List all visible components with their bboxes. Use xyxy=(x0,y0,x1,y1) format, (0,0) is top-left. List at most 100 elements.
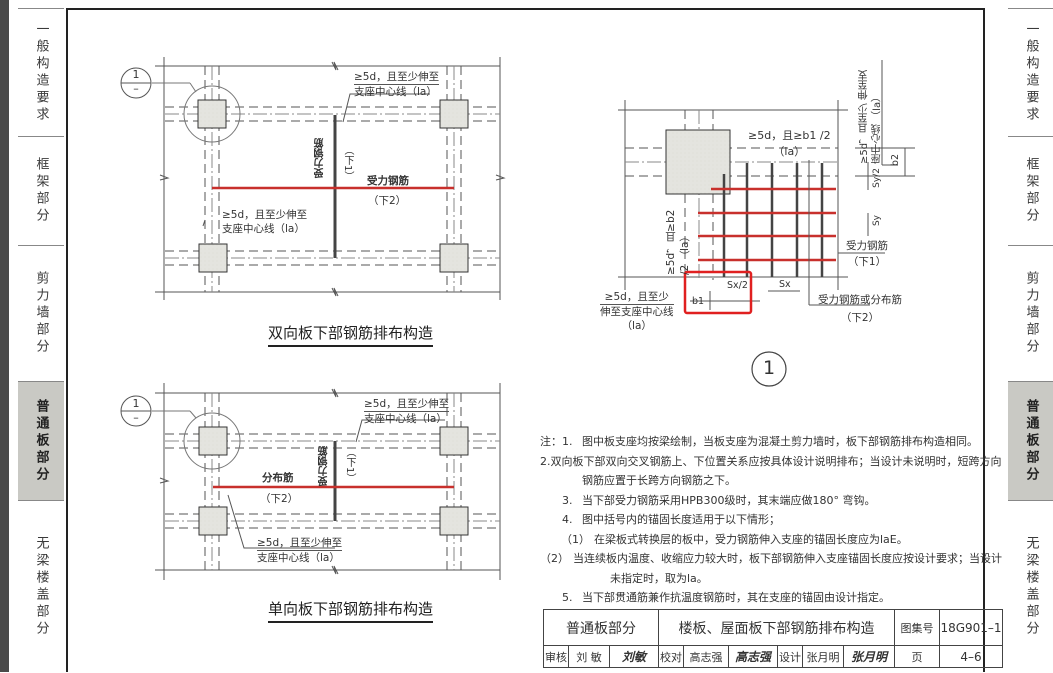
note-line: ≥5d，且至少伸至 xyxy=(222,209,308,221)
sidebar-right-tab-slab[interactable]: 普通板部分 xyxy=(1008,381,1053,500)
note-text: 当下部贯通筋兼作抗温度钢筋时，其在支座的锚固由设计指定。 xyxy=(582,591,890,604)
design-label: 设计 xyxy=(777,645,803,668)
note-line: （la） xyxy=(773,145,806,158)
sidebar-right-tab-general[interactable]: 一般构造要求 xyxy=(1008,8,1053,136)
note-item-4: 4.图中括号内的锚固长度适用于以下情形； xyxy=(540,510,985,530)
note-item-5: 5. 当下部贯通筋兼作抗温度钢筋时，其在支座的锚固由设计指定。 xyxy=(540,588,985,608)
note-line: ≥5d，且至少伸至 xyxy=(364,398,450,412)
dim-sx-half: Sx/2 xyxy=(727,280,748,291)
two-way-anchor-note-top: ≥5d，且至少伸至 支座中心线（la） xyxy=(354,70,440,99)
note-number: 3. xyxy=(562,493,573,507)
two-way-horizontal-bar-label: 受力钢筋 xyxy=(367,175,409,187)
tab-label: 普通板部分 xyxy=(1023,398,1039,484)
one-way-horizontal-bar-pos: （下2） xyxy=(260,493,299,505)
one-way-detail-marker[interactable]: 1 – xyxy=(121,397,151,425)
detail-note-left: ≥5d，且≥b2 /2 （la） xyxy=(664,200,692,275)
note-line: （la） xyxy=(872,91,883,121)
sidebar-right-tab-frame[interactable]: 框架部分 xyxy=(1008,136,1053,245)
one-way-slab-diagram xyxy=(120,383,501,580)
designer-signature: 张月明 xyxy=(843,645,895,668)
tab-label: 普通板部分 xyxy=(33,398,49,484)
dim-sy: Sy xyxy=(872,215,882,227)
one-way-vertical-bar-label: 受力钢筋 xyxy=(319,446,330,486)
two-way-anchor-note-left: ≥5d，且至少伸至 支座中心线（la） xyxy=(222,208,307,236)
note-line: 支座中心线（la） xyxy=(222,223,305,235)
marker-sheet: – xyxy=(133,82,139,95)
note-text: 当下部受力钢筋采用HPB300级时，其末端应做180° 弯钩。 xyxy=(582,493,876,507)
section-name: 普通板部分 xyxy=(543,609,659,646)
note-line: ≥5d，且至少 xyxy=(600,290,674,305)
sidebar-right-tab-shearwall[interactable]: 剪力墙部分 xyxy=(1008,245,1053,381)
detail-number-marker[interactable]: 1 xyxy=(762,357,776,379)
detail-note-top: ≥5d，且≥b1 /2 （la） xyxy=(748,128,831,160)
page-number: 4–6 xyxy=(939,645,1003,668)
note-text: 当连续板内温度、收缩应力较大时，板下部钢筋伸入支座锚固长度应按设计要求；当设计 xyxy=(573,552,1002,565)
tab-label: 剪力墙部分 xyxy=(33,271,49,356)
tab-label: 剪力墙部分 xyxy=(1023,271,1039,356)
note-item-3: 3. 当下部受力钢筋采用HPB300级时，其末端应做180° 弯钩。 xyxy=(540,491,985,511)
note-line: 支座中心线（la） xyxy=(364,413,447,425)
note-item-4-2-cont: 未指定时，取为la。 xyxy=(540,569,985,589)
two-way-detail-marker[interactable]: 1 – xyxy=(121,68,151,96)
one-way-vertical-bar-pos: （下1） xyxy=(344,447,355,484)
dim-sy-half: Sy/2 xyxy=(872,168,882,188)
note-text: 图中板支座均按梁绘制，当板支座为混凝土剪力墙时，板下部钢筋排布构造相同。 xyxy=(582,435,978,448)
atlas-number: 18G901–1 xyxy=(939,609,1003,646)
tab-label: 一般构造要求 xyxy=(1023,21,1039,124)
detail-note-bottom-left: ≥5d，且至少 伸至支座中心线 （la） xyxy=(600,290,674,333)
note-line: 伸至支座中心线 xyxy=(600,306,674,318)
note-item-2: 2.双向板下部双向交叉钢筋上、下位置关系应按具体设计说明排布；当设计未说明时，短… xyxy=(540,452,1002,472)
detail-note-top-right: ≥5d，且至少 伸至支座中心线 （la） xyxy=(858,64,884,164)
marker-number: 1 xyxy=(132,68,140,81)
note-text: 在梁板式转换层的板中，受力钢筋伸入支座的锚固长度应为laE。 xyxy=(594,532,908,546)
reviewer-name: 刘 敏 xyxy=(568,645,610,668)
window-edge xyxy=(0,0,9,672)
sidebar-left-tab-frame[interactable]: 框架部分 xyxy=(18,136,64,245)
one-way-diagram-title: 单向板下部钢筋排布构造 xyxy=(268,598,434,623)
tab-label: 一般构造要求 xyxy=(33,21,49,124)
review-label: 审核 xyxy=(543,645,569,668)
one-way-horizontal-bar-label: 分布筋 xyxy=(262,472,294,484)
checker-name: 高志强 xyxy=(683,645,729,668)
notes-prefix: 注： xyxy=(540,435,562,448)
sidebar-left-tab-general[interactable]: 一般构造要求 xyxy=(18,8,64,136)
dim-sx: Sx xyxy=(779,279,791,290)
note-line: 支座中心线（la） xyxy=(354,86,437,98)
tab-label: 框架部分 xyxy=(1023,157,1039,225)
note-line: ≥5d，且至少伸至 xyxy=(354,71,440,85)
note-item-2-cont: 钢筋应置于长跨方向钢筋之下。 xyxy=(540,471,985,491)
detail-1-diagram xyxy=(618,60,915,387)
note-line: 支座中心线（la） xyxy=(257,552,340,564)
note-item-4-1: （1）在梁板式转换层的板中，受力钢筋伸入支座的锚固长度应为laE。 xyxy=(540,530,985,550)
note-line: ≥5d，且≥b1 /2 xyxy=(748,129,831,142)
note-number: 2. xyxy=(540,454,551,468)
label-line: 受力钢筋 xyxy=(846,240,888,252)
note-item-1: 注：1. 图中板支座均按梁绘制，当板支座为混凝土剪力墙时，板下部钢筋排布构造相同。 xyxy=(540,432,985,452)
note-number: 5. xyxy=(562,591,573,604)
note-line: ≥5d，且至少 xyxy=(859,102,870,164)
reviewer-signature: 刘敏 xyxy=(609,645,659,668)
one-way-anchor-note-top: ≥5d，且至少伸至 支座中心线（la） xyxy=(364,397,450,426)
sidebar-left-tab-shearwall[interactable]: 剪力墙部分 xyxy=(18,245,64,381)
page-label: 页 xyxy=(894,645,940,668)
title-block: 普通板部分 楼板、屋面板下部钢筋排布构造 图集号 18G901–1 审核 刘 敏… xyxy=(543,609,1003,668)
sidebar-right-tab-flatslab[interactable]: 无梁楼盖部分 xyxy=(1008,500,1053,673)
dim-b2: b2 xyxy=(890,154,901,167)
checker-signature: 高志强 xyxy=(728,645,778,668)
two-way-diagram-title: 双向板下部钢筋排布构造 xyxy=(268,322,434,347)
note-text: 钢筋应置于长跨方向钢筋之下。 xyxy=(582,474,736,487)
note-line: （la） xyxy=(621,320,652,332)
note-line: （la） xyxy=(679,231,691,262)
note-number: 1. xyxy=(562,435,573,448)
dim-b1: b1 xyxy=(692,296,705,307)
tab-label: 无梁楼盖部分 xyxy=(33,536,49,638)
two-way-horizontal-bar-pos: （下2） xyxy=(368,195,407,207)
check-label: 校对 xyxy=(658,645,684,668)
note-text: 双向板下部双向交叉钢筋上、下位置关系应按具体设计说明排布；当设计未说明时，短跨方… xyxy=(550,454,1002,468)
marker-number: 1 xyxy=(132,397,140,410)
one-way-anchor-note-bottom: ≥5d，且至少伸至 支座中心线（la） xyxy=(257,536,343,565)
two-way-slab-diagram xyxy=(120,57,506,300)
sidebar-left-tab-flatslab[interactable]: 无梁楼盖部分 xyxy=(18,500,64,673)
tab-label: 框架部分 xyxy=(33,157,49,225)
sidebar-left-tab-slab[interactable]: 普通板部分 xyxy=(18,381,64,500)
